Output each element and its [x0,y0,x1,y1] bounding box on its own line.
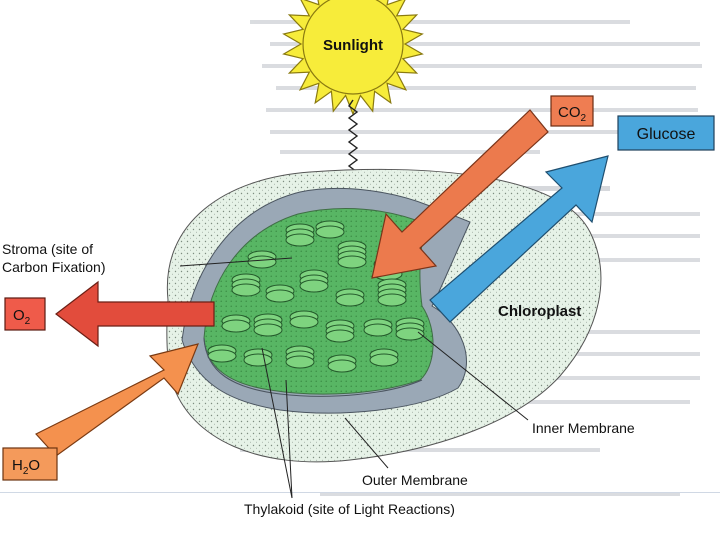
inner-membrane-label: Inner Membrane [532,420,635,436]
thylakoid-leader-2 [285,379,293,499]
thylakoid-disc [247,255,277,269]
stroma-leader [179,257,293,267]
thylakoid-stacks [207,220,425,373]
thylakoid-label: Thylakoid (site of Light Reactions) [244,501,455,517]
thylakoid-leader-1 [261,347,293,499]
o2-label: O2 [4,297,46,331]
o2-arrow [55,280,215,348]
thylakoid-disc [335,293,365,307]
outer-membrane-label: Outer Membrane [362,472,468,488]
thylakoid-disc [377,293,407,307]
co2-label: CO2 [550,95,594,127]
h2o-label: H2O [2,447,58,481]
sunlight-label: Sunlight [323,37,383,54]
svg-text:H2O: H2O [12,457,40,477]
thylakoid-disc [289,315,319,329]
glucose-arrow [429,155,609,323]
svg-text:Glucose: Glucose [637,126,696,143]
co2-arrow [371,109,549,279]
thylakoid-disc [325,329,355,343]
sun-icon [282,0,424,116]
thylakoid-disc [221,319,251,333]
stroma-label-line2: Carbon Fixation) [2,259,106,275]
thylakoid-disc [265,289,295,303]
thylakoid-disc [231,283,261,297]
chloroplast-label: Chloroplast [498,303,581,320]
inner-membrane-leader [417,331,529,421]
chloroplast [166,168,602,463]
h2o-arrow [35,343,199,457]
thylakoid-disc [299,279,329,293]
thylakoid-disc [253,323,283,337]
thylakoid-disc [285,355,315,369]
thylakoid-disc [369,353,399,367]
thylakoid-disc [395,327,425,341]
svg-text:O2: O2 [13,307,31,327]
thylakoid-disc [337,255,367,269]
thylakoid-disc [327,359,357,373]
glucose-label: Glucose [617,115,715,151]
thylakoid-disc [243,353,273,367]
thylakoid-disc [207,349,237,363]
thylakoid-disc [315,225,345,239]
thylakoid-disc [285,233,315,247]
thylakoid-disc [363,323,393,337]
svg-text:CO2: CO2 [558,104,587,124]
stroma-label-line1: Stroma (site of [2,241,93,257]
outer-membrane-leader [344,417,389,469]
